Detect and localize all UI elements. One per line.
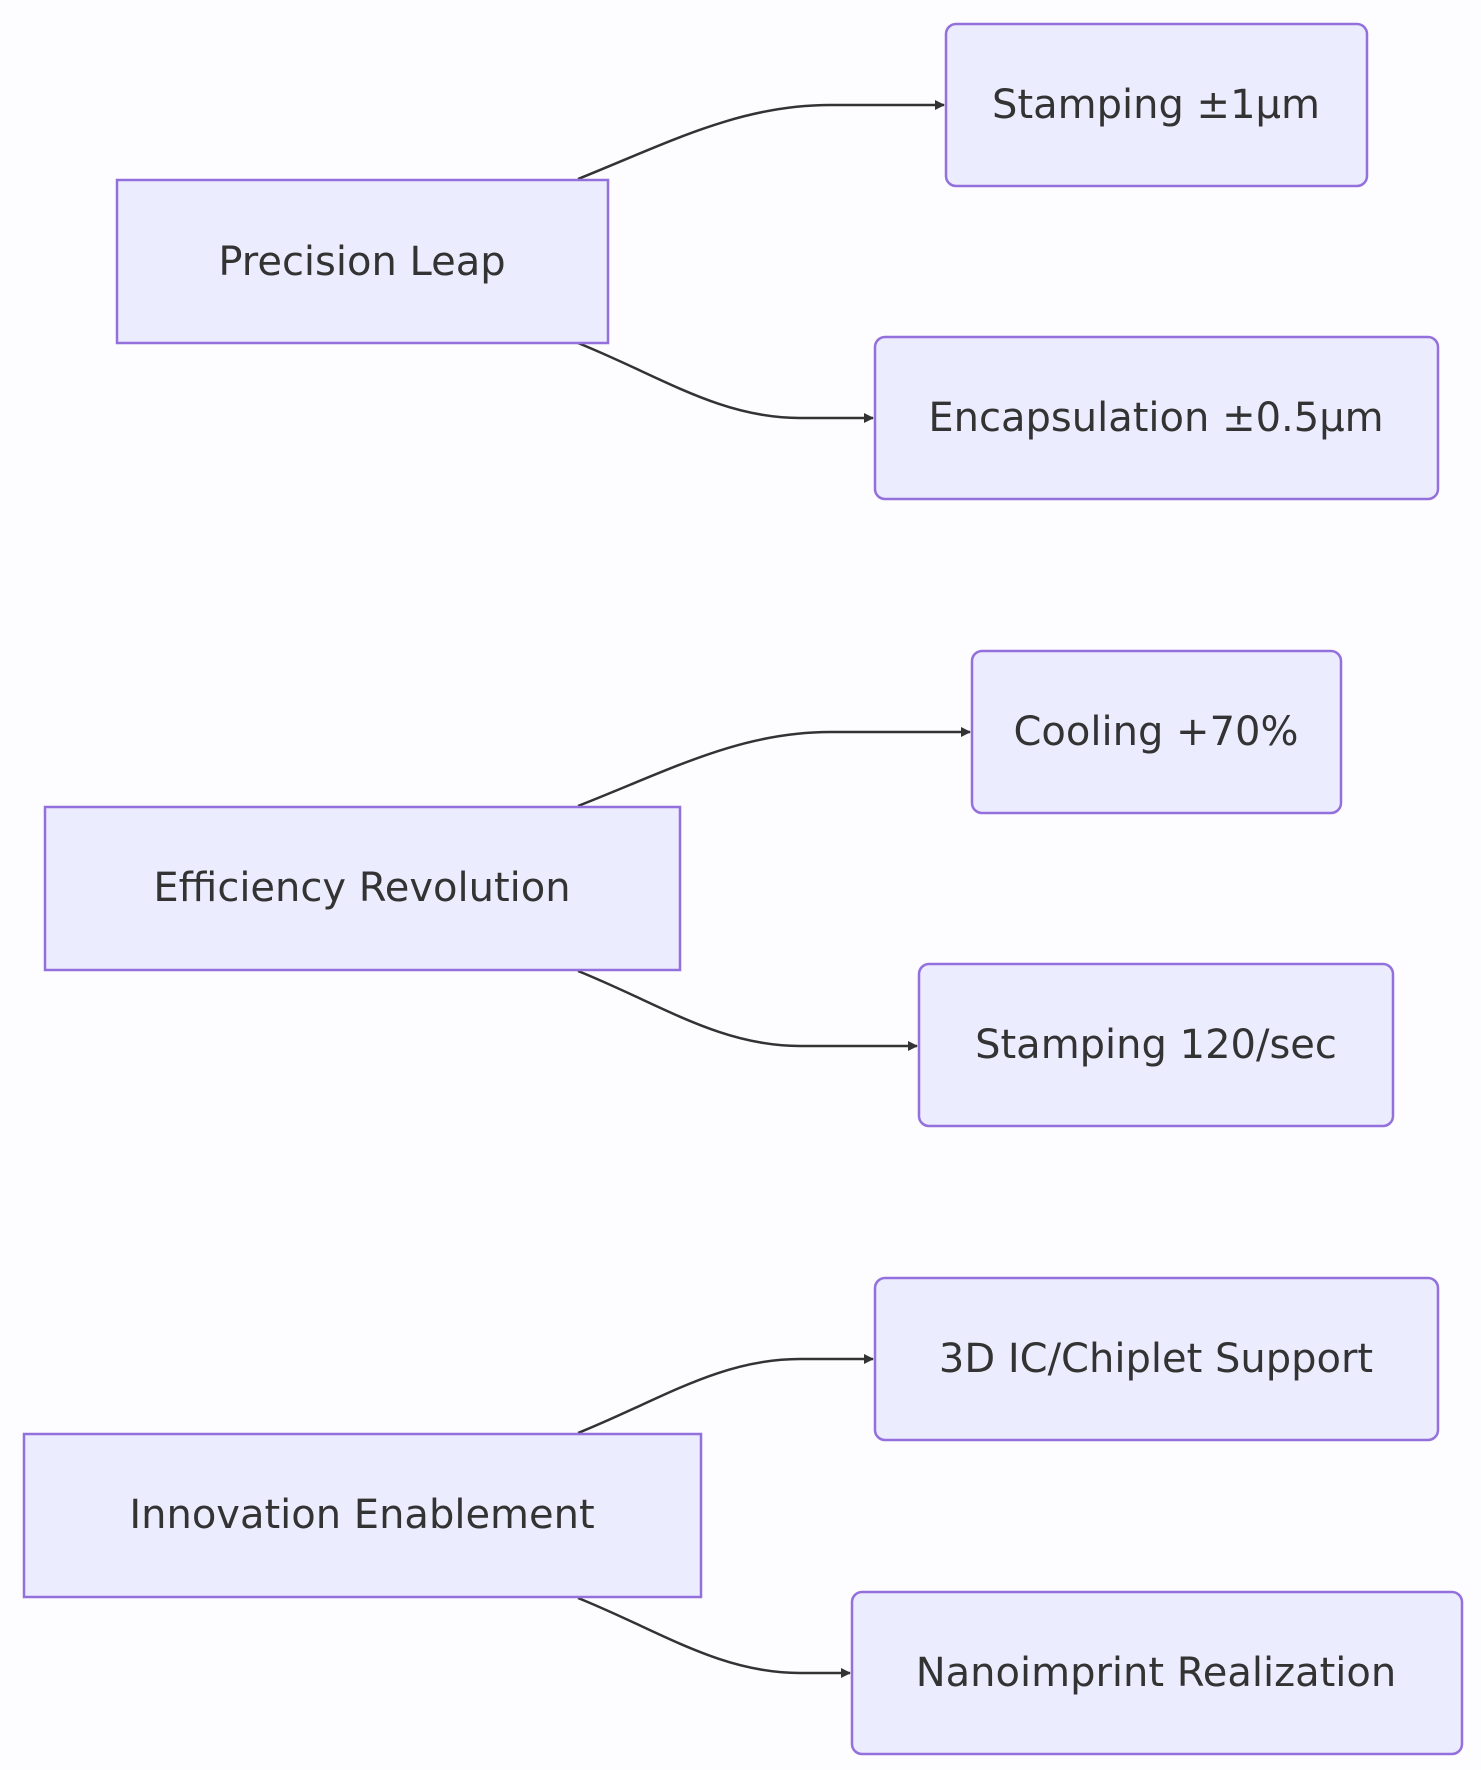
node-nanoimprint: Nanoimprint Realization bbox=[850, 1590, 1464, 1756]
node-chiplet-support-label: 3D IC/Chiplet Support bbox=[939, 1336, 1373, 1382]
node-precision-leap: Precision Leap bbox=[115, 178, 610, 345]
node-stamping-speed-label: Stamping 120/sec bbox=[975, 1022, 1337, 1068]
node-encapsulation-precision-label: Encapsulation ±0.5μm bbox=[928, 395, 1383, 441]
edge-innovation-to-nanoimprint bbox=[577, 1596, 851, 1678]
node-precision-leap-label: Precision Leap bbox=[218, 239, 505, 285]
node-innovation-enablement: Innovation Enablement bbox=[22, 1432, 703, 1599]
node-innovation-enablement-label: Innovation Enablement bbox=[129, 1492, 594, 1538]
edge-innovation-to-chiplet bbox=[577, 1354, 874, 1435]
node-nanoimprint-label: Nanoimprint Realization bbox=[916, 1650, 1397, 1696]
edge-precision-to-stamping bbox=[577, 100, 945, 181]
node-stamping-precision: Stamping ±1μm bbox=[944, 22, 1369, 188]
node-efficiency-revolution: Efficiency Revolution bbox=[43, 805, 682, 972]
node-efficiency-revolution-label: Efficiency Revolution bbox=[153, 865, 570, 911]
edge-efficiency-to-stamping-speed bbox=[577, 969, 918, 1051]
node-encapsulation-precision: Encapsulation ±0.5μm bbox=[873, 335, 1440, 501]
edge-efficiency-to-cooling bbox=[577, 727, 971, 808]
node-stamping-precision-label: Stamping ±1μm bbox=[992, 82, 1320, 128]
node-cooling-label: Cooling +70% bbox=[1014, 709, 1299, 755]
node-cooling: Cooling +70% bbox=[970, 649, 1343, 815]
node-stamping-speed: Stamping 120/sec bbox=[917, 962, 1395, 1128]
edge-precision-to-encapsulation bbox=[577, 341, 874, 423]
node-chiplet-support: 3D IC/Chiplet Support bbox=[873, 1276, 1440, 1442]
